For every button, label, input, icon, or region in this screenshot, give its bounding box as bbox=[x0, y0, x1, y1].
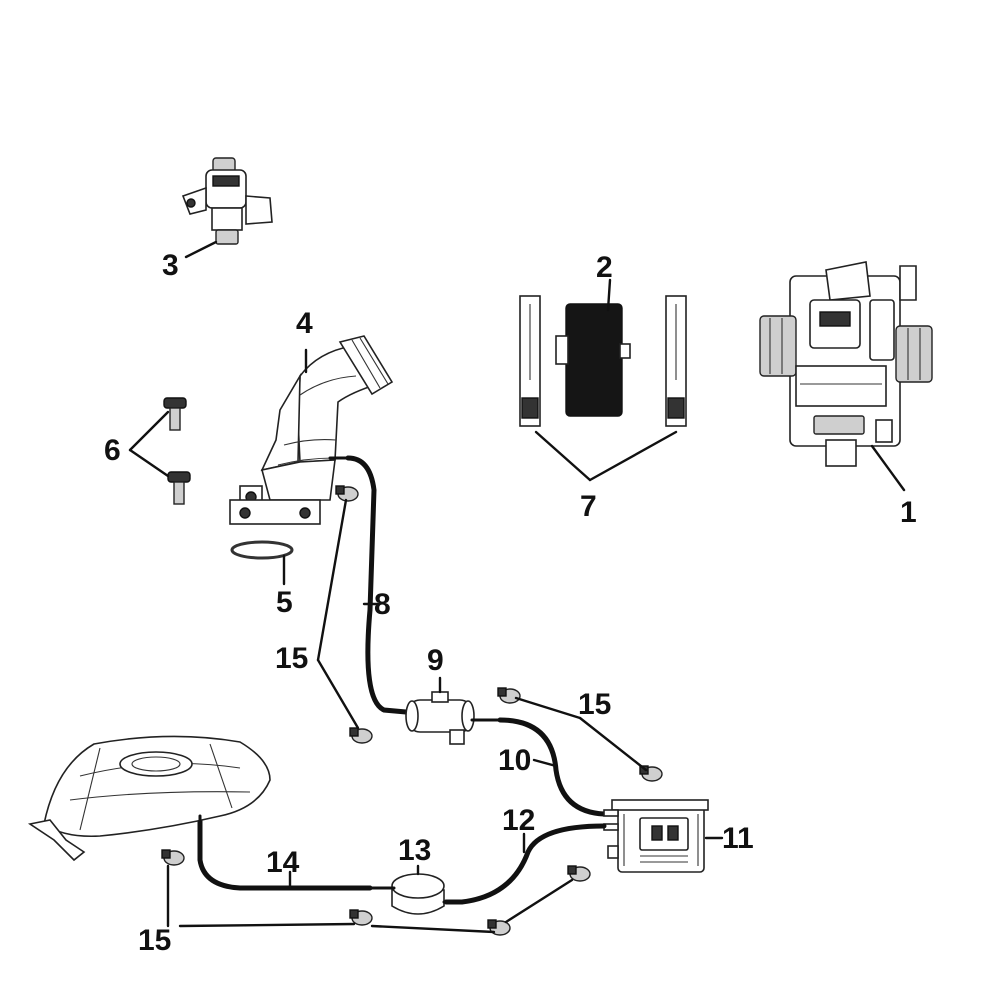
label-1: 1 bbox=[900, 496, 917, 529]
label-7: 7 bbox=[580, 490, 597, 523]
clamp-icon bbox=[349, 909, 373, 926]
label-12: 12 bbox=[502, 804, 535, 837]
part-3-injector bbox=[181, 157, 273, 259]
clamp-icon bbox=[567, 865, 591, 882]
label-9: 9 bbox=[427, 644, 444, 677]
part-15-clamps bbox=[161, 485, 663, 936]
part-12-hose bbox=[443, 823, 607, 905]
part-1-throttle-body bbox=[759, 261, 933, 492]
label-10: 10 bbox=[498, 744, 531, 777]
part-7-clips bbox=[519, 295, 687, 482]
part-5-o-ring bbox=[230, 540, 294, 586]
label-15-a: 15 bbox=[275, 642, 308, 675]
clamp-icon bbox=[497, 687, 521, 704]
fuel-tank bbox=[27, 735, 271, 862]
label-8: 8 bbox=[374, 588, 391, 621]
label-13: 13 bbox=[398, 834, 431, 867]
clamp-icon bbox=[335, 485, 359, 502]
label-15-c: 15 bbox=[138, 924, 171, 957]
part-2-filter bbox=[555, 278, 631, 417]
clamp-icon bbox=[161, 849, 185, 866]
label-11: 11 bbox=[722, 822, 754, 855]
part-11-canister bbox=[603, 799, 724, 873]
part-6-bolts bbox=[128, 397, 191, 505]
part-10-hose bbox=[497, 717, 615, 817]
part-13-separator bbox=[368, 864, 454, 915]
part-4-intake-manifold bbox=[229, 335, 394, 525]
label-15-b: 15 bbox=[578, 688, 611, 721]
label-14: 14 bbox=[266, 846, 300, 879]
clamp-icon bbox=[349, 727, 373, 744]
label-6: 6 bbox=[104, 434, 121, 467]
part-9-valve bbox=[405, 676, 502, 745]
label-5: 5 bbox=[276, 586, 293, 619]
part-8-hose bbox=[345, 455, 409, 715]
label-4: 4 bbox=[296, 307, 313, 340]
label-2: 2 bbox=[596, 251, 613, 284]
label-3: 3 bbox=[162, 249, 179, 282]
part-14-hose bbox=[197, 817, 373, 891]
